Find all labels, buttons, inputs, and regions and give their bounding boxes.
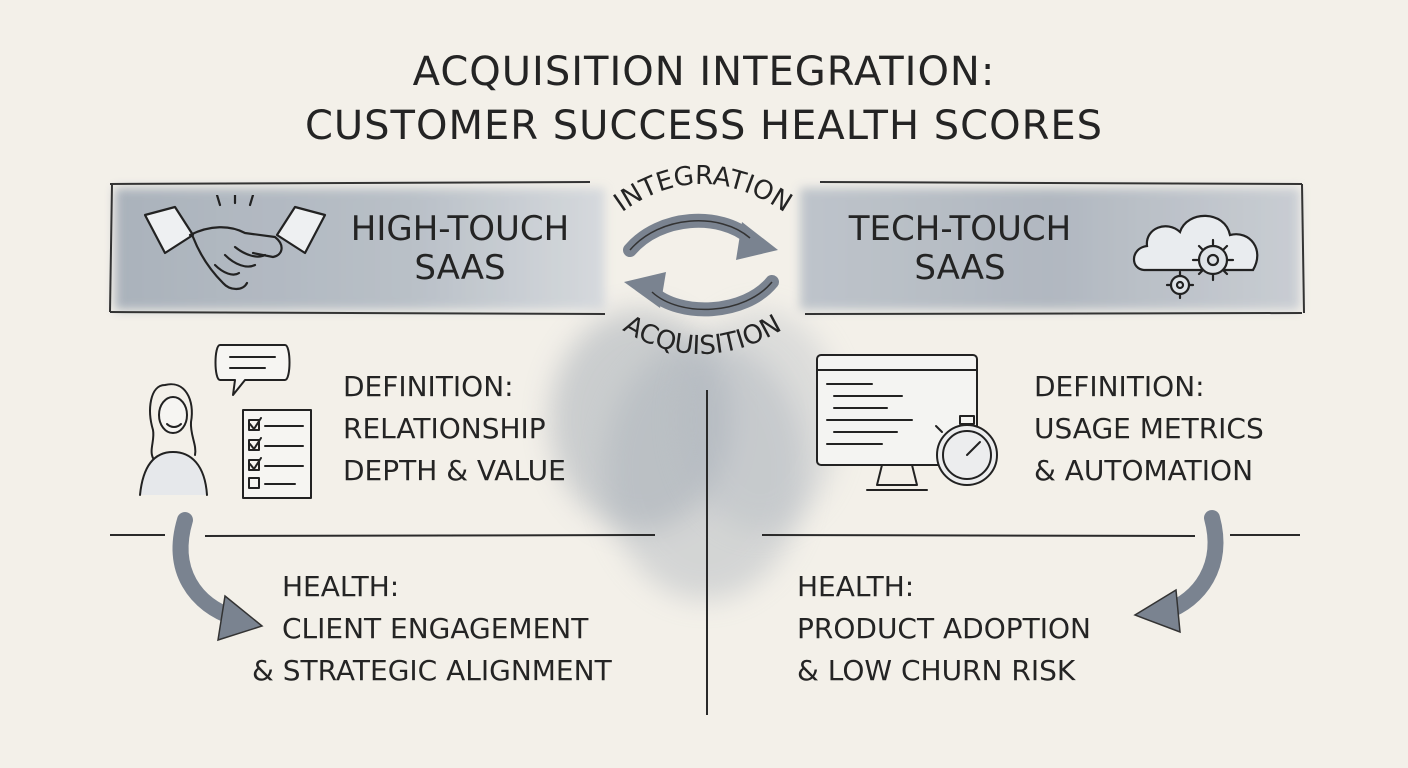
left-health-line2: & STRATEGIC ALIGNMENT: [252, 654, 612, 687]
left-definition-line1: RELATIONSHIP: [343, 412, 546, 445]
cloud-gears-icon: [1132, 214, 1259, 300]
high-touch-label: HIGH-TOUCH: [350, 209, 570, 249]
left-definition-block: DEFINITION: RELATIONSHIP DEPTH & VALUE: [343, 366, 566, 492]
left-health-heading: HEALTH:: [282, 570, 400, 603]
right-definition-heading: DEFINITION:: [1034, 370, 1205, 403]
right-definition-line2: & AUTOMATION: [1034, 454, 1254, 487]
person-checklist-icon: [139, 344, 312, 499]
handshake-icon: [143, 195, 327, 291]
right-health-line2: & LOW CHURN RISK: [797, 654, 1076, 687]
left-health-block: HEALTH: CLIENT ENGAGEMENT & STRATEGIC AL…: [252, 566, 612, 692]
banner-borders: [109, 181, 1305, 315]
cycle-arrows: [623, 213, 779, 317]
right-health-arrow: [1133, 510, 1224, 634]
left-banner-wash: [115, 188, 605, 310]
section-separators: [110, 534, 1300, 537]
left-definition-line2: DEPTH & VALUE: [343, 454, 566, 487]
left-health-arrow: [172, 512, 264, 642]
monitor-stopwatch-icon: [816, 354, 998, 491]
tech-touch-saas-label: SAAS: [914, 248, 1006, 289]
right-health-line1: PRODUCT ADOPTION: [797, 612, 1091, 645]
center-wash: [550, 310, 840, 600]
tech-touch-banner: TECH-TOUCH SAAS: [830, 209, 1090, 289]
page-title: ACQUISITION INTEGRATION:: [412, 49, 996, 95]
left-definition-heading: DEFINITION:: [343, 370, 514, 403]
page-subtitle: CUSTOMER SUCCESS HEALTH SCORES: [304, 103, 1104, 149]
right-health-block: HEALTH: PRODUCT ADOPTION & LOW CHURN RIS…: [797, 566, 1091, 692]
integration-label: INTEGRATION: [609, 161, 798, 219]
left-health-line1: CLIENT ENGAGEMENT: [282, 612, 589, 645]
right-definition-block: DEFINITION: USAGE METRICS & AUTOMATION: [1034, 366, 1264, 492]
right-health-heading: HEALTH:: [797, 570, 915, 603]
high-touch-banner: HIGH-TOUCH SAAS: [335, 209, 585, 289]
right-definition-line1: USAGE METRICS: [1034, 412, 1264, 445]
high-touch-saas-label: SAAS: [414, 248, 506, 289]
tech-touch-label: TECH-TOUCH: [848, 209, 1072, 249]
